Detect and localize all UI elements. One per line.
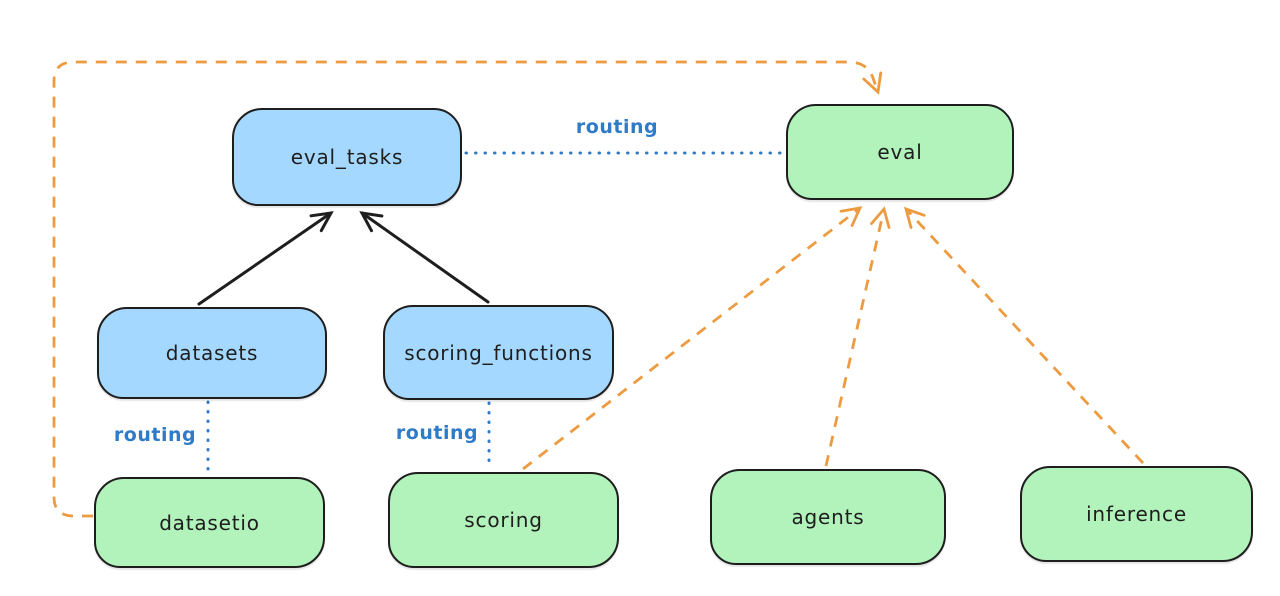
node-datasets: datasets [97,307,327,399]
node-eval: eval [786,104,1014,200]
node-scoring-functions: scoring_functions [383,305,614,400]
edge-inference-to-eval-arrow [903,206,1145,464]
edge-label-routing-top: routing [575,116,659,138]
node-scoring: scoring [388,472,619,568]
node-eval-tasks: eval_tasks [232,108,462,206]
node-inference: inference [1020,466,1253,562]
node-datasetio-label: datasetio [159,510,260,535]
node-scoring-label: scoring [464,508,543,532]
node-datasets-label: datasets [165,341,259,365]
node-inference-label: inference [1086,502,1187,526]
edge-agents-to-eval-arrow [824,206,891,467]
node-eval-label: eval [877,140,923,164]
edge-datasets-to-eval-tasks-arrow [197,211,334,306]
edge-datasetio-to-eval-loop-arrow [52,60,883,518]
node-datasetio: datasetio [94,477,325,568]
node-scoring-functions-label: scoring_functions [404,340,593,365]
node-eval-tasks-label: eval_tasks [290,145,404,169]
edge-label-routing-middle: routing [395,422,479,444]
node-agents: agents [710,469,946,565]
edge-scoring-functions-to-eval-tasks-arrow [359,211,490,304]
node-agents-label: agents [791,505,865,529]
edge-label-routing-left: routing [113,424,197,446]
